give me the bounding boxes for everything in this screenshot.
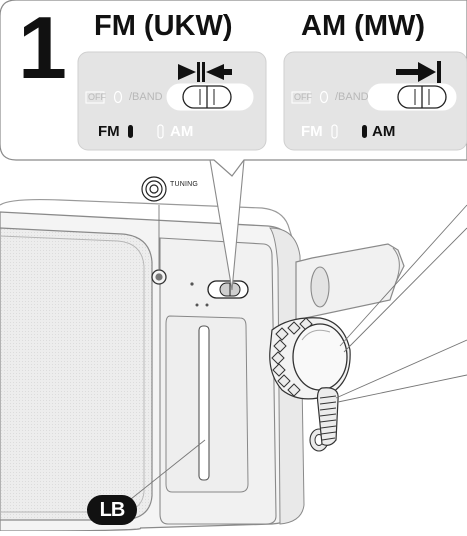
fm-panel-title: FM (UKW)	[94, 10, 233, 42]
tuning-symbol-icon	[142, 177, 166, 201]
am-off-label: OFF	[294, 92, 312, 102]
am-panel-mode-am: AM	[372, 123, 395, 140]
fm-switch-graphic	[167, 84, 253, 110]
fm-off-label: OFF	[88, 92, 106, 102]
fm-panel-mode-am: AM	[170, 123, 193, 140]
fm-indicator-on-icon	[128, 125, 133, 138]
am-panel-mode-fm: FM	[301, 123, 323, 140]
step-number: 1	[18, 4, 65, 92]
tuning-indicator-icon	[152, 270, 166, 284]
carry-handle	[296, 244, 404, 320]
tuning-knob[interactable]	[270, 318, 350, 399]
fm-panel-mode-fm: FM	[98, 123, 120, 140]
am-indicator-on-icon	[362, 125, 367, 138]
speaker-grille	[0, 228, 152, 520]
am-band-label: /BAND	[335, 91, 369, 103]
am-switch-graphic	[368, 84, 456, 110]
band-switch[interactable]	[208, 281, 248, 298]
fm-band-label: /BAND	[129, 91, 163, 103]
am-panel-title: AM (MW)	[301, 10, 425, 42]
callout-badge-lb: LB	[87, 495, 137, 525]
tuning-label: TUNING	[170, 181, 198, 188]
